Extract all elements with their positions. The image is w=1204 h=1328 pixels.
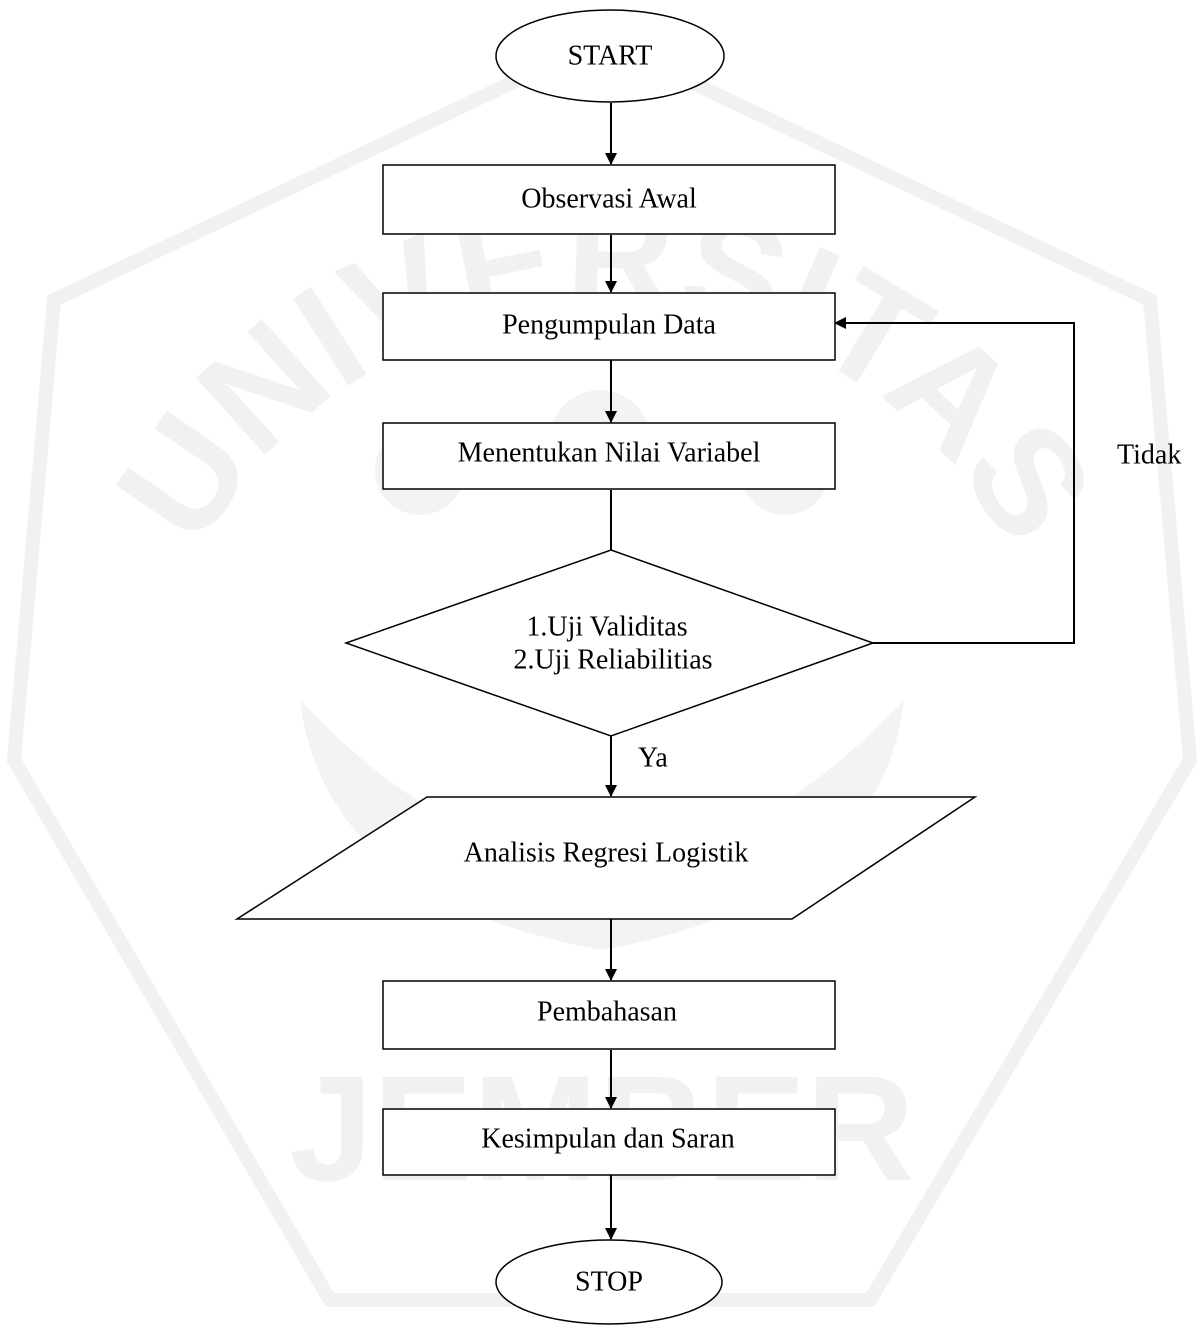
- kesimpulan-process-box: [382, 1108, 836, 1176]
- pengumpulan-node: Pengumpulan Data: [382, 292, 836, 361]
- pembahasan-node: Pembahasan: [382, 980, 836, 1050]
- decision-diamond-shape: [343, 549, 876, 737]
- pembahasan-process-box: [382, 980, 836, 1050]
- edge-label-yes: Ya: [638, 743, 668, 774]
- decision-label-line-2: 2.Uji Reliabilitias: [513, 645, 712, 676]
- analisis-label: Analisis Regresi Logistik: [464, 838, 749, 869]
- observasi-node: Observasi Awal: [382, 164, 836, 235]
- connectors: [605, 103, 1075, 1240]
- edge-label-no: Tidak: [1117, 440, 1181, 471]
- pengumpulan-label: Pengumpulan Data: [502, 310, 716, 341]
- start-terminator-shape: [495, 9, 725, 103]
- kesimpulan-label: Kesimpulan dan Saran: [481, 1124, 735, 1155]
- analisis-node: Analisis Regresi Logistik: [234, 796, 978, 920]
- pembahasan-label: Pembahasan: [537, 997, 677, 1028]
- decision-node: 1.Uji Validitas 2.Uji Reliabilitias: [343, 549, 876, 737]
- pengumpulan-process-box: [382, 292, 836, 361]
- observasi-process-box: [382, 164, 836, 235]
- decision-label-line-1: 1.Uji Validitas: [526, 612, 687, 643]
- menentukan-process-box: [382, 422, 836, 490]
- menentukan-node: Menentukan Nilai Variabel: [382, 422, 836, 490]
- menentukan-label: Menentukan Nilai Variabel: [458, 438, 761, 469]
- arrow-decision-loop-back: [834, 317, 1075, 644]
- kesimpulan-node: Kesimpulan dan Saran: [382, 1108, 836, 1176]
- stop-terminator-shape: [495, 1239, 723, 1325]
- start-label: START: [568, 41, 653, 72]
- analisis-io-parallelogram: [234, 796, 978, 920]
- stop-label: STOP: [575, 1267, 643, 1298]
- start-node: START: [495, 9, 725, 103]
- observasi-label: Observasi Awal: [521, 184, 697, 215]
- stop-node: STOP: [495, 1239, 723, 1325]
